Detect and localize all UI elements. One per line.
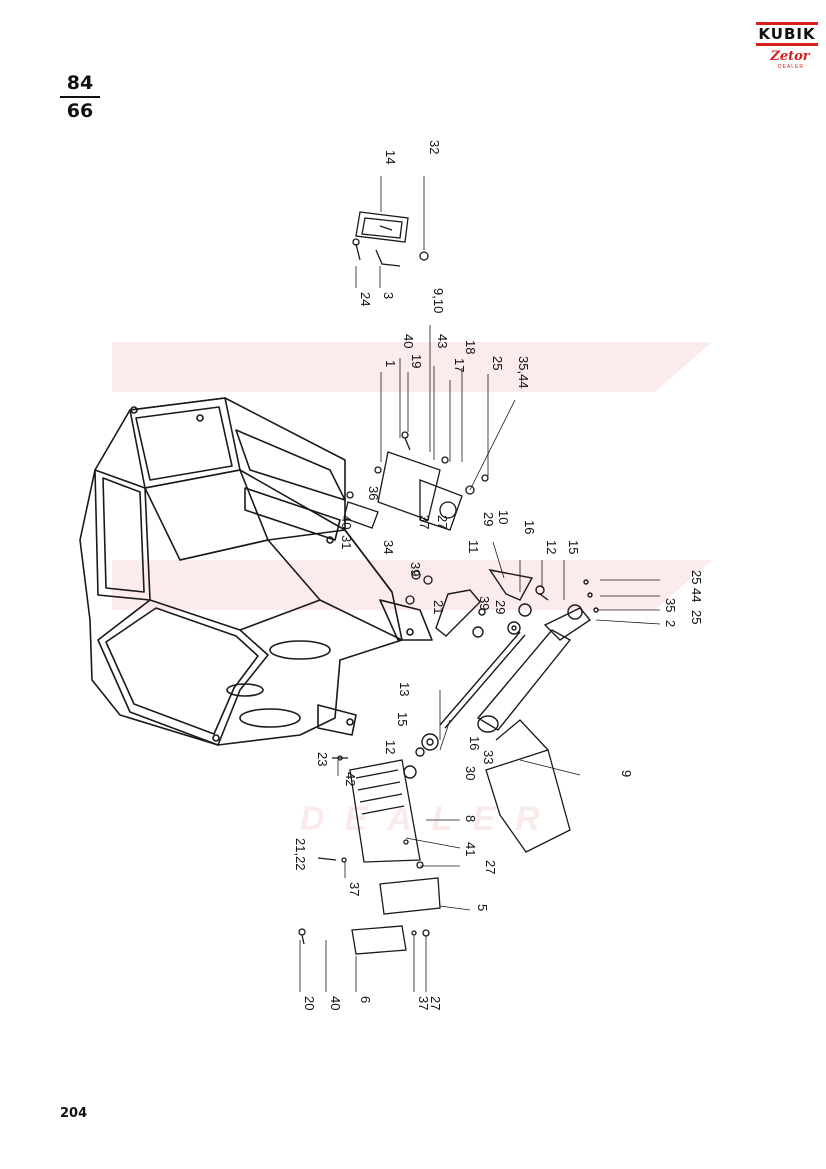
part-bracket-16 bbox=[488, 569, 534, 601]
label-18: 18 bbox=[463, 340, 478, 354]
label-36: 36 bbox=[366, 486, 381, 500]
label-12-b: 12 bbox=[383, 740, 398, 754]
part-cylinder bbox=[476, 629, 572, 731]
label-42: 42 bbox=[343, 772, 358, 786]
label-24: 24 bbox=[358, 292, 373, 306]
label-20: 20 bbox=[302, 996, 317, 1010]
label-37-a: 37 bbox=[417, 515, 432, 529]
label-1: 1 bbox=[383, 360, 398, 367]
logo-sub-brand: Zetor bbox=[770, 49, 810, 64]
cab-frame bbox=[79, 397, 433, 746]
label-30: 30 bbox=[463, 766, 478, 780]
label-14: 14 bbox=[383, 150, 398, 164]
label-2: 2 bbox=[663, 620, 678, 627]
label-34: 34 bbox=[381, 540, 396, 554]
leader-lines bbox=[299, 176, 661, 992]
part-plate-8 bbox=[349, 759, 421, 863]
label-33: 33 bbox=[481, 750, 496, 764]
label-27-c: 27 bbox=[428, 996, 443, 1010]
fraction-top: 84 bbox=[66, 72, 94, 94]
label-10: 10 bbox=[496, 510, 511, 524]
label-44: 44 bbox=[689, 588, 704, 602]
label-16-a: 16 bbox=[522, 520, 537, 534]
label-29-a: 29 bbox=[481, 512, 496, 526]
label-9-10: 9,10 bbox=[431, 288, 446, 313]
label-17: 17 bbox=[452, 358, 467, 372]
label-27-a: 27 bbox=[435, 515, 450, 529]
dealer-logo: KUBIK Zetor DEALER bbox=[756, 14, 818, 72]
part-cover-5 bbox=[379, 877, 441, 915]
label-25-b: 25 bbox=[689, 570, 704, 584]
page-fraction: 84 66 bbox=[60, 72, 100, 122]
label-9: 9 bbox=[619, 770, 634, 777]
label-32: 32 bbox=[427, 140, 442, 154]
label-21: 21 bbox=[431, 600, 446, 614]
part-cover-6 bbox=[351, 925, 407, 955]
part-nut-32 bbox=[419, 251, 429, 261]
lower-panels bbox=[298, 719, 571, 955]
label-29-b: 29 bbox=[493, 600, 508, 614]
gas-strut-assembly bbox=[403, 569, 599, 779]
fraction-bottom: 66 bbox=[66, 100, 94, 122]
label-37-b: 37 bbox=[347, 882, 362, 896]
part-hinge-plate bbox=[377, 451, 441, 521]
label-5: 5 bbox=[475, 904, 490, 911]
label-3: 3 bbox=[381, 292, 396, 299]
logo-sub-caption: DEALER bbox=[778, 64, 805, 70]
part-panel-9 bbox=[485, 749, 571, 853]
part-bolt-24 bbox=[355, 243, 361, 261]
label-43: 43 bbox=[435, 334, 450, 348]
label-11: 11 bbox=[466, 540, 481, 554]
label-19: 19 bbox=[409, 354, 424, 368]
label-6: 6 bbox=[358, 996, 373, 1003]
part-labels: 14 32 24 3 40 9,10 43 18 1 19 17 25 35,4… bbox=[293, 140, 704, 1010]
label-40: 40 bbox=[401, 334, 416, 348]
label-25-a: 25 bbox=[490, 356, 505, 370]
part-bracket-14 bbox=[355, 211, 409, 243]
label-23: 23 bbox=[315, 752, 330, 766]
label-12-a: 12 bbox=[544, 540, 559, 554]
label-16-b: 16 bbox=[467, 736, 482, 750]
label-35-44-a: 35,44 bbox=[516, 356, 531, 389]
label-37-c: 37 bbox=[416, 996, 431, 1010]
hardware-top bbox=[343, 211, 489, 605]
part-bracket-11 bbox=[435, 589, 481, 637]
page-number: 204 bbox=[60, 1106, 88, 1121]
watermark-text: DEALER bbox=[300, 800, 560, 838]
fraction-bar bbox=[60, 96, 100, 98]
label-31: 31 bbox=[339, 535, 354, 549]
watermark: DEALER bbox=[112, 342, 712, 838]
part-wrench-3 bbox=[375, 249, 401, 267]
label-13: 13 bbox=[397, 682, 412, 696]
label-40-b: 40 bbox=[339, 515, 354, 529]
part-rod-13 bbox=[439, 631, 521, 726]
label-8: 8 bbox=[463, 815, 478, 822]
label-40-c: 40 bbox=[328, 996, 343, 1010]
label-39-b: 39 bbox=[477, 596, 492, 610]
label-15-a: 15 bbox=[566, 540, 581, 554]
label-41: 41 bbox=[463, 842, 478, 856]
label-15-b: 15 bbox=[395, 712, 410, 726]
label-21-22: 21,22 bbox=[293, 838, 308, 871]
label-35: 35 bbox=[663, 598, 678, 612]
label-25-c: 25 bbox=[689, 610, 704, 624]
label-39-a: 39 bbox=[408, 562, 423, 576]
label-27-b: 27 bbox=[483, 860, 498, 874]
logo-brand: KUBIK bbox=[756, 22, 818, 46]
